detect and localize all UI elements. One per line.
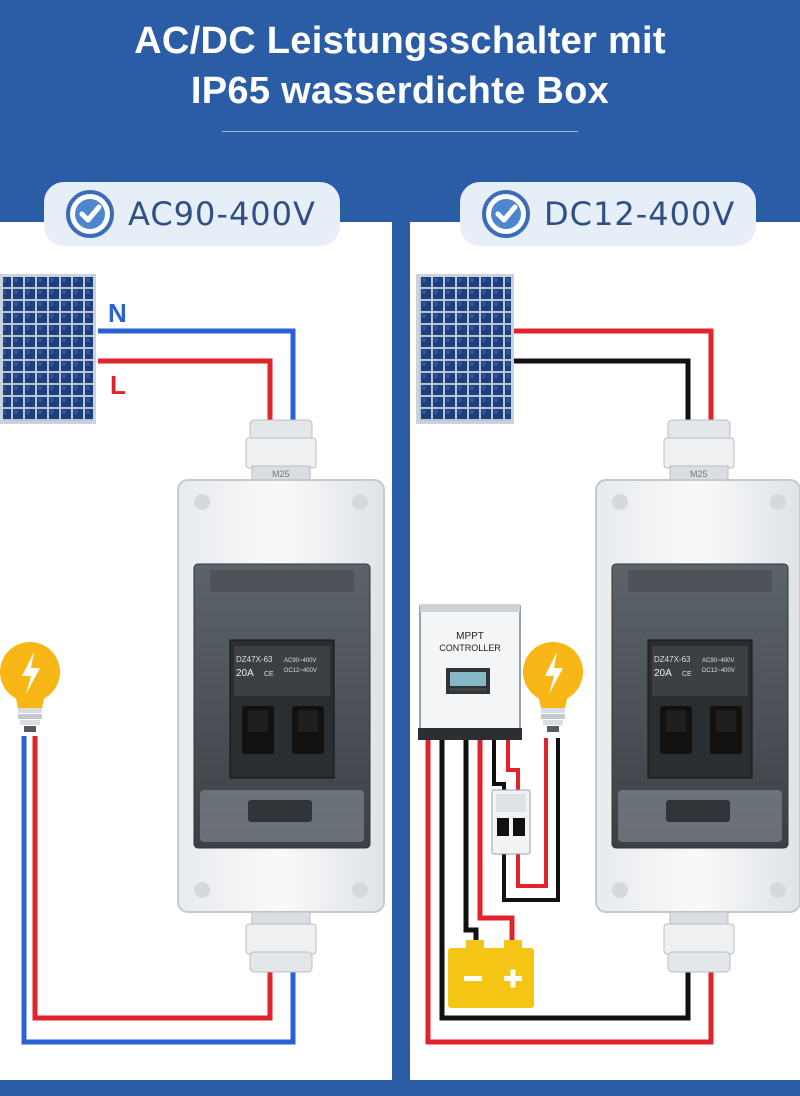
dc-rating-spec: DC12~400V: [702, 668, 735, 674]
cable-gland-bottom: [245, 911, 317, 973]
breaker-model: DZ47X-63: [236, 655, 273, 664]
bulb-wire-red: [516, 738, 548, 888]
live-label: L: [110, 370, 126, 400]
check-circle-icon: [66, 190, 114, 238]
load-wire-black: [492, 738, 506, 796]
dc-rating-spec: DC12~400V: [284, 668, 317, 674]
dc-positive-wire: [514, 328, 714, 424]
check-circle-icon: [482, 190, 530, 238]
breaker-rating: 20A: [236, 668, 254, 679]
battery-wire-black: [463, 738, 479, 946]
load-wire-red: [506, 738, 520, 796]
ac-rating-spec: AC90~400V: [702, 658, 735, 664]
cable-gland-top: M25: [245, 419, 317, 481]
breaker-model: DZ47X-63: [654, 655, 691, 664]
controller-label-line2: CONTROLLER: [439, 643, 501, 653]
gland-size-label: M25: [272, 469, 290, 479]
ac-voltage-label: AC90-400V: [128, 195, 316, 233]
ac-rating-spec: AC90~400V: [284, 658, 317, 664]
ce-mark: CE: [682, 671, 692, 678]
cable-gland-bottom: [663, 911, 735, 973]
output-wire-black: [439, 738, 691, 1021]
cable-gland-top: M25: [663, 419, 735, 481]
solar-panel-icon: [0, 274, 96, 424]
dc-negative-wire: [514, 358, 691, 424]
ce-mark: CE: [264, 671, 274, 678]
battery-wire-red: [477, 738, 515, 946]
output-wire-red: [425, 738, 714, 1045]
circuit-breaker: DZ47X-63 20A CE AC90~400V DC12~400V: [229, 639, 335, 779]
light-bulb-icon: [0, 642, 60, 732]
bulb-wire-black: [502, 738, 560, 902]
circuit-breaker: DZ47X-63 20A CE AC90~400V DC12~400V: [647, 639, 753, 779]
dc-voltage-badge: DC12-400V: [460, 182, 756, 246]
neutral-label: N: [108, 298, 127, 328]
controller-label-line1: MPPT: [456, 631, 484, 642]
light-bulb-icon: [523, 642, 583, 732]
title-line-2: IP65 wasserdichte Box: [190, 70, 610, 112]
bulb-wire-blue: [21, 736, 296, 1045]
neutral-wire-blue: [98, 328, 296, 424]
ac-voltage-badge: AC90-400V: [44, 182, 340, 246]
battery-icon: [448, 940, 534, 1008]
mini-circuit-breaker: [491, 789, 531, 855]
mppt-controller: MPPT CONTROLLER: [418, 604, 522, 740]
live-wire-red: [98, 358, 273, 424]
bulb-wire-red: [32, 736, 273, 1021]
solar-panel-icon: [416, 274, 514, 424]
title-line-1: AC/DC Leistungsschalter mit: [134, 20, 666, 62]
gland-size-label: M25: [690, 469, 708, 479]
dc-voltage-label: DC12-400V: [544, 195, 736, 233]
breaker-rating: 20A: [654, 668, 672, 679]
title-divider: [222, 131, 578, 132]
